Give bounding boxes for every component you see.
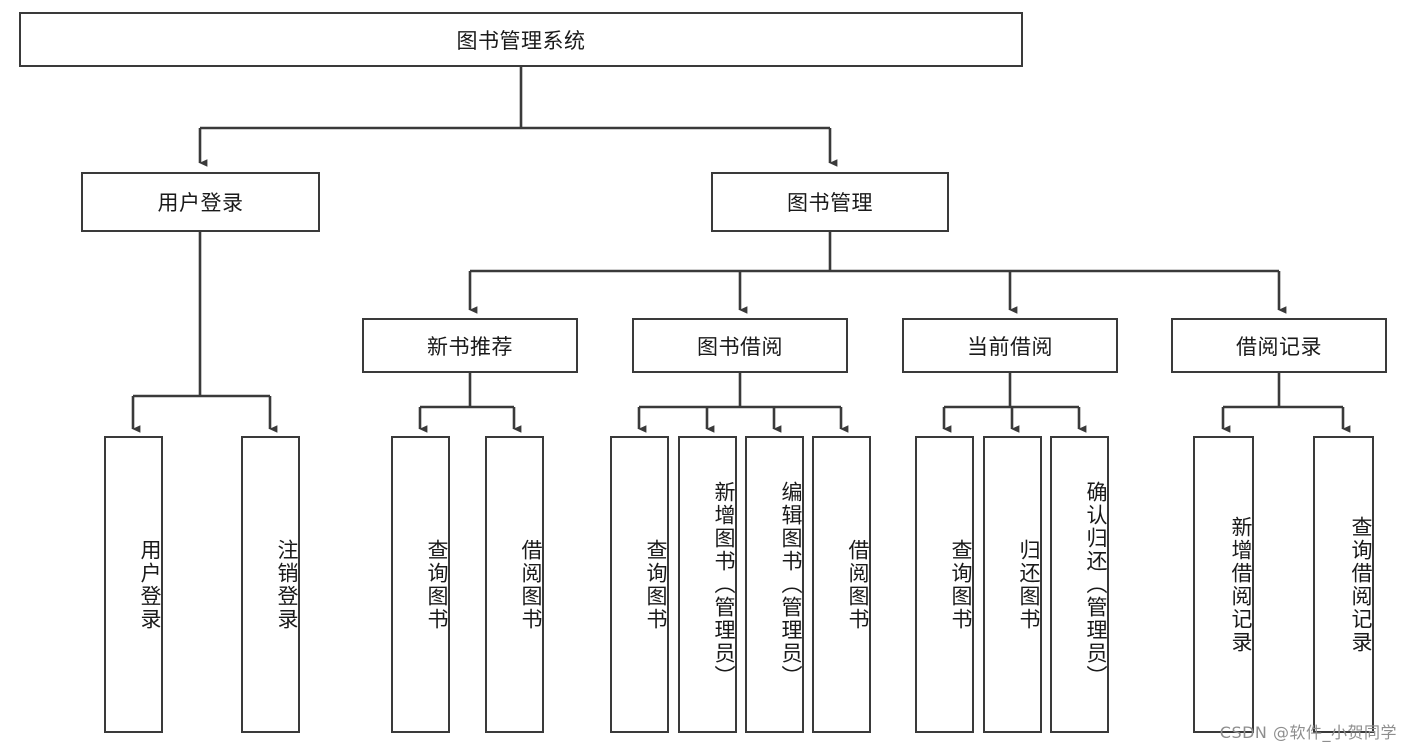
node-root[interactable]: 图书管理系统 — [19, 12, 1023, 67]
node-leaf-borrow-book-1[interactable]: 借阅图书 — [485, 436, 544, 733]
node-leaf-user-login[interactable]: 用户登录 — [104, 436, 163, 733]
node-borrow-record-label: 借阅记录 — [1236, 334, 1322, 359]
node-root-label: 图书管理系统 — [456, 28, 586, 53]
node-user-login-label: 用户登录 — [157, 191, 244, 215]
node-leaf-query-record[interactable]: 查询借阅记录 — [1313, 436, 1374, 733]
node-leaf-logout[interactable]: 注销登录 — [241, 436, 300, 733]
node-leaf-query-book-1[interactable]: 查询图书 — [391, 436, 450, 733]
node-leaf-logout-label: 注销登录 — [275, 538, 299, 631]
node-leaf-edit-book-label: 编辑图书（管理员） — [779, 481, 803, 688]
node-book-borrow[interactable]: 图书借阅 — [632, 318, 848, 373]
node-leaf-borrow-book-2[interactable]: 借阅图书 — [812, 436, 871, 733]
node-leaf-return-book-label: 归还图书 — [1017, 538, 1041, 631]
node-book-manage-label: 图书管理 — [787, 191, 873, 215]
node-new-book-rec-label: 新书推荐 — [427, 334, 513, 359]
node-leaf-query-record-label: 查询借阅记录 — [1349, 515, 1373, 654]
node-leaf-query-book-2-label: 查询图书 — [644, 538, 668, 631]
node-current-borrow-label: 当前借阅 — [967, 334, 1053, 359]
node-leaf-add-record-label: 新增借阅记录 — [1229, 515, 1253, 654]
node-leaf-add-book-label: 新增图书（管理员） — [712, 481, 736, 688]
node-leaf-add-record[interactable]: 新增借阅记录 — [1193, 436, 1254, 733]
node-leaf-confirm-return[interactable]: 确认归还（管理员） — [1050, 436, 1109, 733]
node-leaf-return-book[interactable]: 归还图书 — [983, 436, 1042, 733]
node-leaf-edit-book[interactable]: 编辑图书（管理员） — [745, 436, 804, 733]
node-book-manage[interactable]: 图书管理 — [711, 172, 949, 232]
node-new-book-rec[interactable]: 新书推荐 — [362, 318, 578, 373]
node-leaf-confirm-return-label: 确认归还（管理员） — [1084, 481, 1108, 688]
node-leaf-user-login-label: 用户登录 — [138, 538, 162, 631]
node-leaf-add-book[interactable]: 新增图书（管理员） — [678, 436, 737, 733]
node-current-borrow[interactable]: 当前借阅 — [902, 318, 1118, 373]
node-leaf-borrow-book-2-label: 借阅图书 — [846, 538, 870, 631]
node-leaf-query-book-3[interactable]: 查询图书 — [915, 436, 974, 733]
node-leaf-borrow-book-1-label: 借阅图书 — [519, 538, 543, 631]
node-book-borrow-label: 图书借阅 — [697, 334, 783, 359]
node-leaf-query-book-1-label: 查询图书 — [425, 538, 449, 631]
node-user-login[interactable]: 用户登录 — [81, 172, 320, 232]
node-leaf-query-book-2[interactable]: 查询图书 — [610, 436, 669, 733]
node-borrow-record[interactable]: 借阅记录 — [1171, 318, 1387, 373]
node-leaf-query-book-3-label: 查询图书 — [949, 538, 973, 631]
